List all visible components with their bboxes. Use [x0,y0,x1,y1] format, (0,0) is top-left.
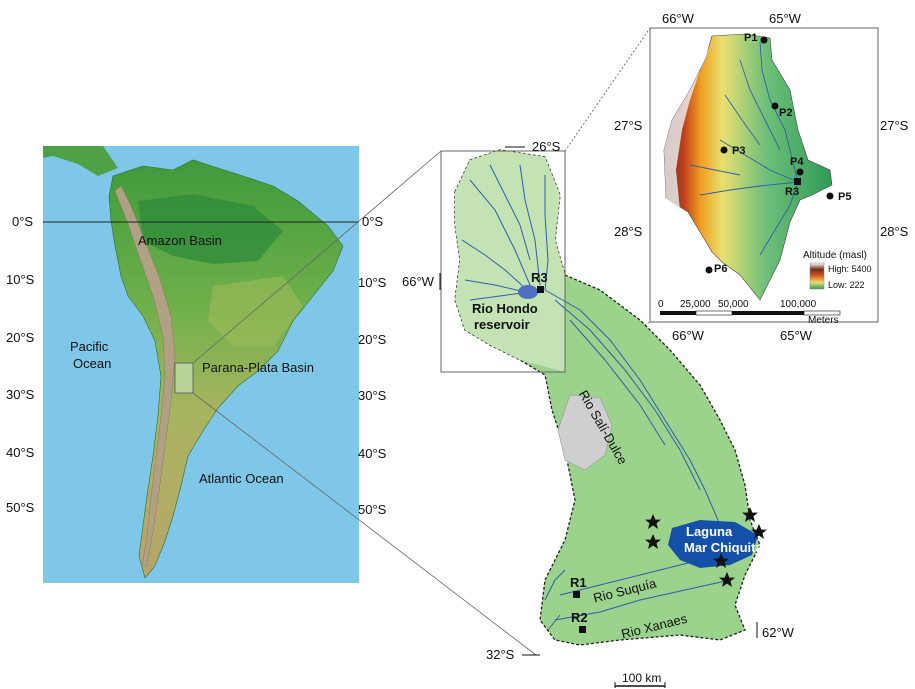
legend-low-label: Low: 222 [828,280,865,290]
parana-plata-label: Parana-Plata Basin [202,360,315,375]
star-marker [645,534,661,549]
inset-rivers [689,41,799,256]
lat-label-right: 10°S [358,275,387,290]
andes-ridge [114,185,176,567]
amazon-region [138,194,283,264]
star-marker [751,524,767,539]
basin-lon-right-label: 62°W [762,625,794,640]
scalebar-tick-label: 50,000 [718,299,749,310]
atlantic-ocean-label: Atlantic Ocean [199,471,284,486]
inset-lat-right-label: 27°S [880,118,909,133]
point-r3-label: R3 [785,186,800,198]
lat-label-left: 30°S [6,387,35,402]
scalebar-tick-label: 100,000 [780,299,817,310]
basin-lat-bottom-label: 32°S [486,647,515,662]
amazon-basin-label: Amazon Basin [138,233,222,248]
point-p4-marker [796,168,804,176]
point-r3-marker [794,178,801,185]
point-p1-marker [760,36,768,44]
star-marker [742,507,758,522]
lat-label-right: 50°S [358,502,387,517]
station-r2-marker [579,626,586,633]
inset-lon-top-label: 65°W [769,11,801,26]
legend-title: Altitude (masl) [803,250,867,261]
highlands [208,276,303,346]
scalebar-unit-label: Meters [808,315,839,326]
inset-connector [564,27,651,152]
point-p5-label: P5 [838,191,852,203]
star-markers [645,507,767,587]
lat-label-left: 10°S [6,272,35,287]
continent [108,159,344,579]
lat-label-left: 0°S [12,214,34,229]
station-r2-label: R2 [571,610,588,625]
legend-high-label: High: 5400 [828,264,872,274]
point-p5-marker [826,192,834,200]
point-p3-label: P3 [732,145,746,157]
lat-label-right: 40°S [358,446,387,461]
inset-lon-bottom-label: 66°W [672,328,704,343]
point-p3-marker [720,146,728,154]
scale-100km-label: 100 km [622,671,662,685]
point-p6-label: P6 [714,263,728,275]
star-marker [713,553,729,568]
scalebar-tick-label: 0 [658,299,664,310]
altitude-legend-swatch [809,262,825,290]
inset-lat-right-label: 28°S [880,224,909,239]
salt-flat [557,394,613,471]
station-r1-marker [573,591,580,598]
point-p6-marker [705,266,713,274]
point-p2-label: P2 [779,107,793,119]
station-r3-label: R3 [531,270,548,285]
basin-lat-top-label: 26°S [532,139,561,154]
pacific-ocean-label-line1: Pacific [70,339,109,354]
point-p1-label: P1 [744,32,758,44]
station-r1-label: R1 [570,575,587,590]
laguna-label-line2: Mar Chiquita [684,540,763,555]
star-marker [719,572,735,587]
central-america [43,146,118,176]
laguna-label-line1: Laguna [686,524,733,539]
study-area-box [174,362,194,394]
inset-lat-left-label: 28°S [614,224,643,239]
basin-inset-box [440,150,566,373]
connector-line [192,150,442,364]
rio-hondo-reservoir [518,285,538,299]
station-r3-marker [537,286,544,293]
reservoir-label-line1: Rio Hondo [472,301,538,316]
inset-lon-top-label: 66°W [662,11,694,26]
lat-label-right: 20°S [358,332,387,347]
inset-snow-ridge [664,40,712,210]
scalebar-tick-label: 25,000 [680,299,711,310]
inset-scalebar [660,310,841,316]
laguna-mar-chiquita [668,520,758,568]
lat-label-right: 30°S [358,388,387,403]
point-p2-marker [771,102,779,110]
lat-label-right: 0°S [362,214,384,229]
basin-lon-left-label: 66°W [402,274,434,289]
reservoir-label-line2: reservoir [474,317,530,332]
upper-basin [455,150,565,372]
lat-label-left: 40°S [6,445,35,460]
lat-label-left: 20°S [6,330,35,345]
connector-line [192,392,537,656]
pacific-ocean-label-line2: Ocean [73,356,112,371]
point-p4-label: P4 [790,156,804,168]
inset-lon-bottom-label: 65°W [780,328,812,343]
star-marker [645,514,661,529]
south-america-map [43,146,359,583]
inset-lat-left-label: 27°S [614,118,643,133]
lat-label-left: 50°S [6,500,35,515]
